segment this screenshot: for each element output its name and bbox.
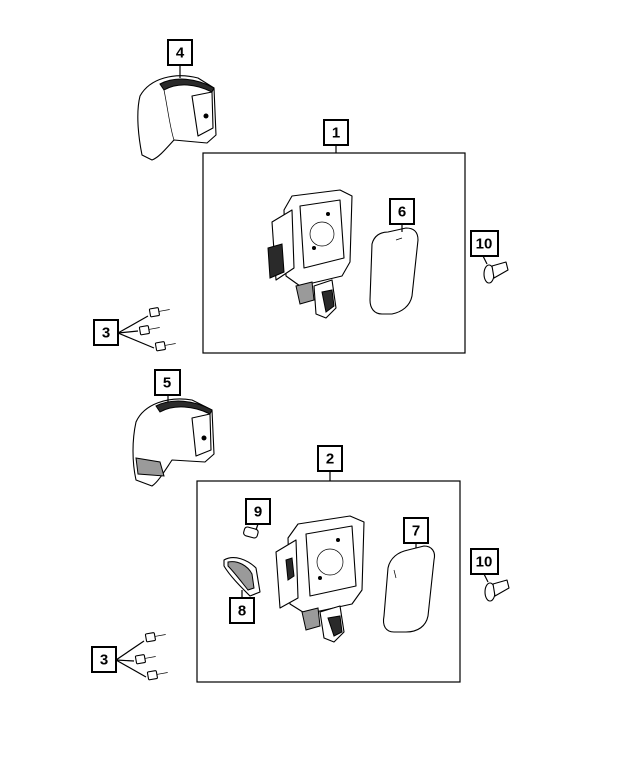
callout-7: 7 <box>403 517 429 544</box>
callout-6-label: 6 <box>398 204 406 221</box>
screws-part-3-top <box>138 307 176 352</box>
callout-9-label: 9 <box>254 504 262 521</box>
mirror-glass-part-7 <box>382 545 436 633</box>
screws-part-3-bottom <box>134 632 168 681</box>
turn-signal-part-8 <box>223 557 261 597</box>
bulb-part-9 <box>243 526 259 539</box>
callout-3-bottom-label: 3 <box>100 652 108 669</box>
callout-10-bottom: 10 <box>470 548 499 575</box>
callout-9: 9 <box>245 498 271 525</box>
push-pin-part-10-bottom <box>484 579 510 602</box>
callout-8: 8 <box>229 597 255 624</box>
callout-3-top-label: 3 <box>102 325 110 342</box>
assembly-frame-2 <box>196 480 461 683</box>
callout-6: 6 <box>389 198 415 225</box>
callout-2-label: 2 <box>326 451 334 468</box>
callout-2: 2 <box>317 445 343 472</box>
callout-5: 5 <box>154 369 181 396</box>
callout-10-top: 10 <box>470 230 499 257</box>
mirror-cap-part-5 <box>132 398 215 487</box>
callout-5-label: 5 <box>163 375 171 392</box>
callout-7-label: 7 <box>412 523 420 540</box>
callout-4: 4 <box>167 39 193 66</box>
callout-4-label: 4 <box>176 45 185 62</box>
mirror-housing-bottom <box>275 515 365 643</box>
assembly-frame-1 <box>202 152 466 354</box>
mirror-glass-part-6 <box>369 227 419 315</box>
callout-10-bottom-label: 10 <box>476 554 493 571</box>
callout-1-label: 1 <box>332 125 340 142</box>
mirror-cap-part-4 <box>137 75 217 161</box>
callout-3-top: 3 <box>93 319 119 346</box>
mirror-housing-top <box>267 189 353 319</box>
callout-8-label: 8 <box>238 603 246 620</box>
callout-3-bottom: 3 <box>91 646 117 673</box>
push-pin-part-10-top <box>483 261 509 284</box>
callout-1: 1 <box>323 119 349 146</box>
callout-10-top-label: 10 <box>476 236 493 253</box>
